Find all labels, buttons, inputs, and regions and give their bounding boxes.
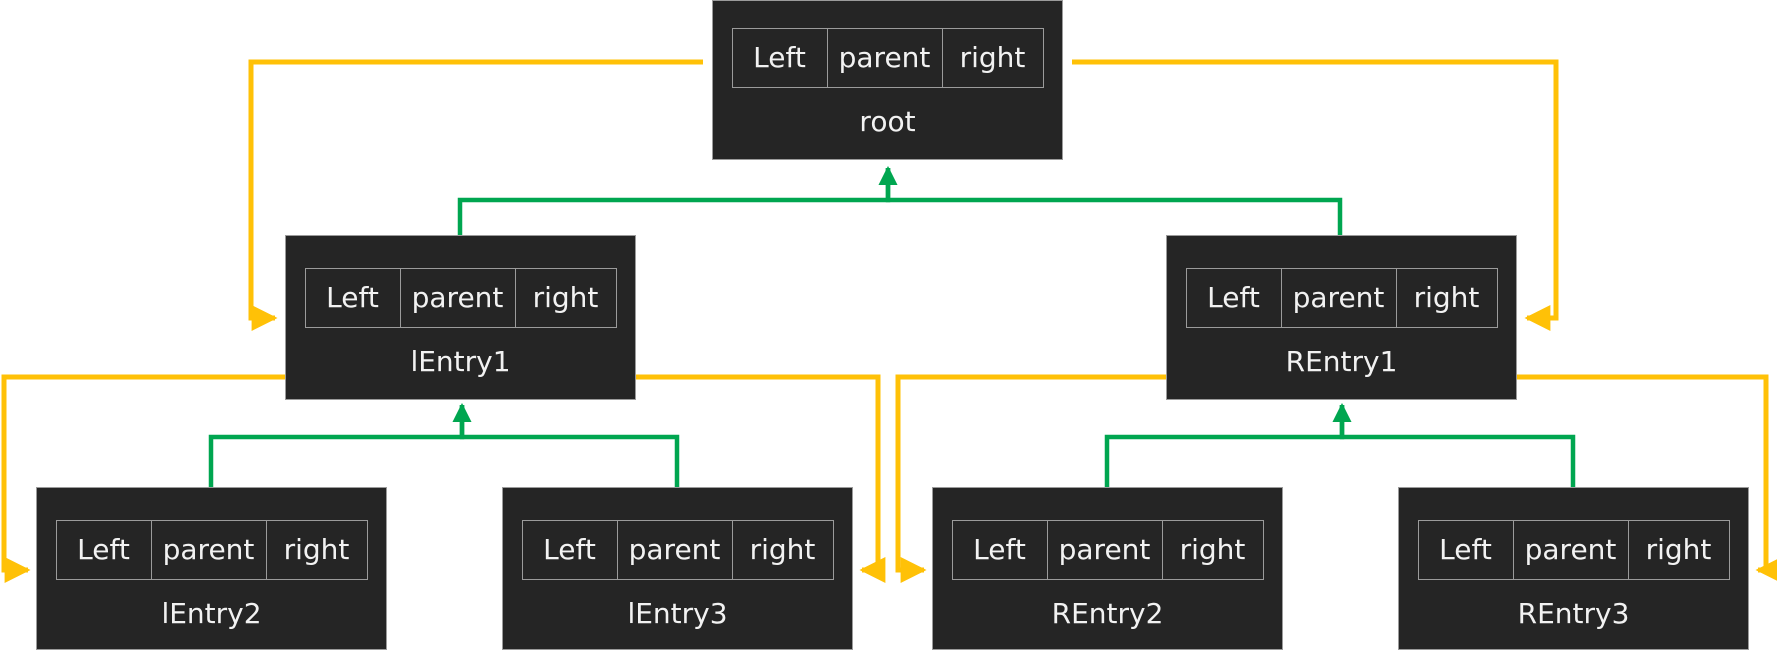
node-fields-row: Left parent right <box>731 28 1044 88</box>
node-fields-row: Left parent right <box>55 520 368 580</box>
field-left-lEntry1[interactable]: Left <box>306 269 401 327</box>
tree-node-REntry3[interactable]: Left parent right REntry3 <box>1398 487 1749 650</box>
node-label-REntry3: REntry3 <box>1517 597 1630 630</box>
field-right-root[interactable]: right <box>959 41 1026 74</box>
field-right-lEntry3[interactable]: right <box>749 533 816 566</box>
node-label-lEntry1: lEntry1 <box>410 345 511 378</box>
edge-REntry3-parent-to-REntry1 <box>1332 403 1576 487</box>
field-parent-REntry2[interactable]: parent <box>1048 521 1163 579</box>
field-parent-REntry3[interactable]: parent <box>1514 521 1629 579</box>
field-left-REntry2[interactable]: Left <box>953 521 1048 579</box>
node-label-lEntry3: lEntry3 <box>627 597 728 630</box>
field-right-REntry3[interactable]: right <box>1645 533 1712 566</box>
field-parent-lEntry1[interactable]: parent <box>401 269 516 327</box>
field-parent-REntry1[interactable]: parent <box>1282 269 1397 327</box>
tree-node-REntry2[interactable]: Left parent right REntry2 <box>932 487 1283 650</box>
field-left-REntry1[interactable]: Left <box>1187 269 1282 327</box>
field-parent-lEntry2[interactable]: parent <box>152 521 267 579</box>
node-label-root: root <box>859 105 916 138</box>
node-fields-row: Left parent right <box>521 520 834 580</box>
tree-node-lEntry1[interactable]: Left parent right lEntry1 <box>285 235 636 400</box>
node-fields-row: Left parent right <box>1185 268 1498 328</box>
edge-lEntry3-parent-to-lEntry1 <box>452 403 680 487</box>
field-right-lEntry1[interactable]: right <box>532 281 599 314</box>
node-fields-row: Left parent right <box>951 520 1264 580</box>
field-left-lEntry2[interactable]: Left <box>57 521 152 579</box>
tree-node-lEntry3[interactable]: Left parent right lEntry3 <box>502 487 853 650</box>
tree-node-REntry1[interactable]: Left parent right REntry1 <box>1166 235 1517 400</box>
edge-lEntry1-parent-to-root <box>457 166 898 235</box>
field-left-REntry3[interactable]: Left <box>1419 521 1514 579</box>
node-label-lEntry2: lEntry2 <box>161 597 262 630</box>
field-right-lEntry2[interactable]: right <box>283 533 350 566</box>
edge-REntry1-parent-to-root <box>878 166 1343 235</box>
node-label-REntry2: REntry2 <box>1051 597 1164 630</box>
tree-node-root[interactable]: Left parent right root <box>712 0 1063 160</box>
field-left-lEntry3[interactable]: Left <box>523 521 618 579</box>
field-left-root[interactable]: Left <box>733 29 828 87</box>
node-fields-row: Left parent right <box>304 268 617 328</box>
node-fields-row: Left parent right <box>1417 520 1730 580</box>
field-right-REntry1[interactable]: right <box>1413 281 1480 314</box>
edge-lEntry2-parent-to-lEntry1 <box>208 403 472 487</box>
field-parent-lEntry3[interactable]: parent <box>618 521 733 579</box>
tree-node-lEntry2[interactable]: Left parent right lEntry2 <box>36 487 387 650</box>
field-right-REntry2[interactable]: right <box>1179 533 1246 566</box>
node-label-REntry1: REntry1 <box>1285 345 1398 378</box>
edge-REntry2-parent-to-REntry1 <box>1104 403 1352 487</box>
field-parent-root[interactable]: parent <box>828 29 943 87</box>
